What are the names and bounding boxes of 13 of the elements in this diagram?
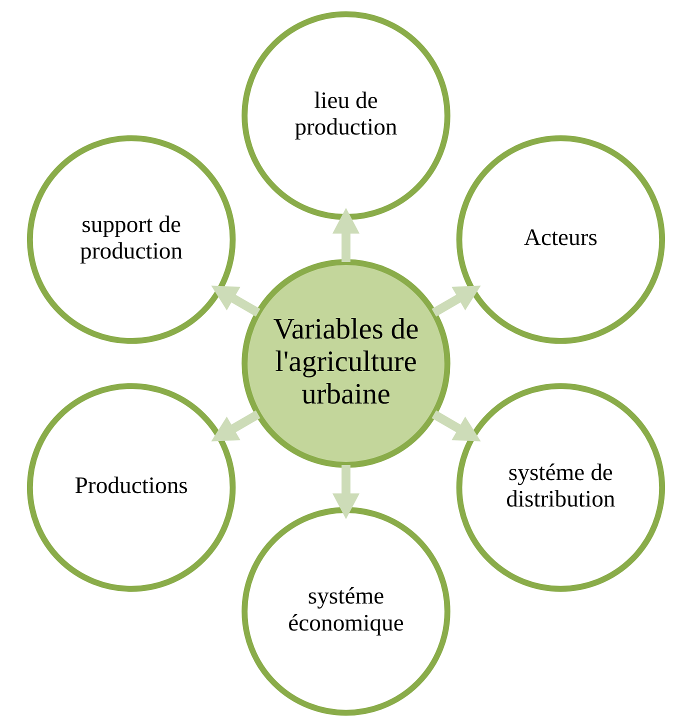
node-circle: Variables de l'agriculture urbaine (241, 259, 450, 468)
node-circle: Productions (26, 383, 236, 592)
node-circle: support de production (26, 135, 236, 344)
node-circle: systéme de distribution (456, 383, 665, 592)
node-circle: systéme économique (241, 507, 450, 716)
arrow (210, 286, 260, 317)
node-circle: Acteurs (456, 135, 665, 344)
arrow (332, 465, 360, 520)
arrow (431, 410, 480, 442)
node-circle: lieu de production (241, 11, 450, 220)
arrow (210, 410, 260, 442)
arrow (332, 208, 360, 262)
arrow (431, 286, 480, 317)
